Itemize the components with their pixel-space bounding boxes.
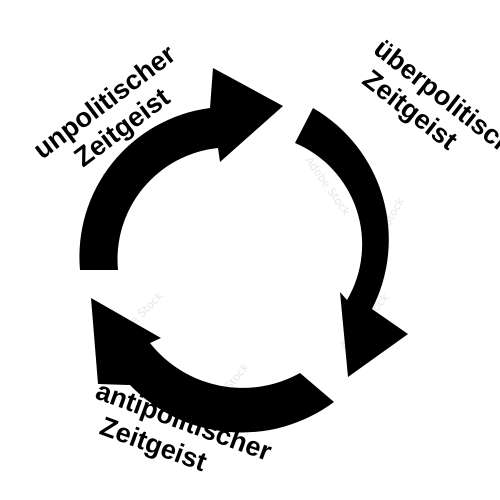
arrow-right: [295, 108, 408, 377]
arrow-bottom: [91, 298, 334, 433]
arrow-top-left: [79, 68, 283, 270]
